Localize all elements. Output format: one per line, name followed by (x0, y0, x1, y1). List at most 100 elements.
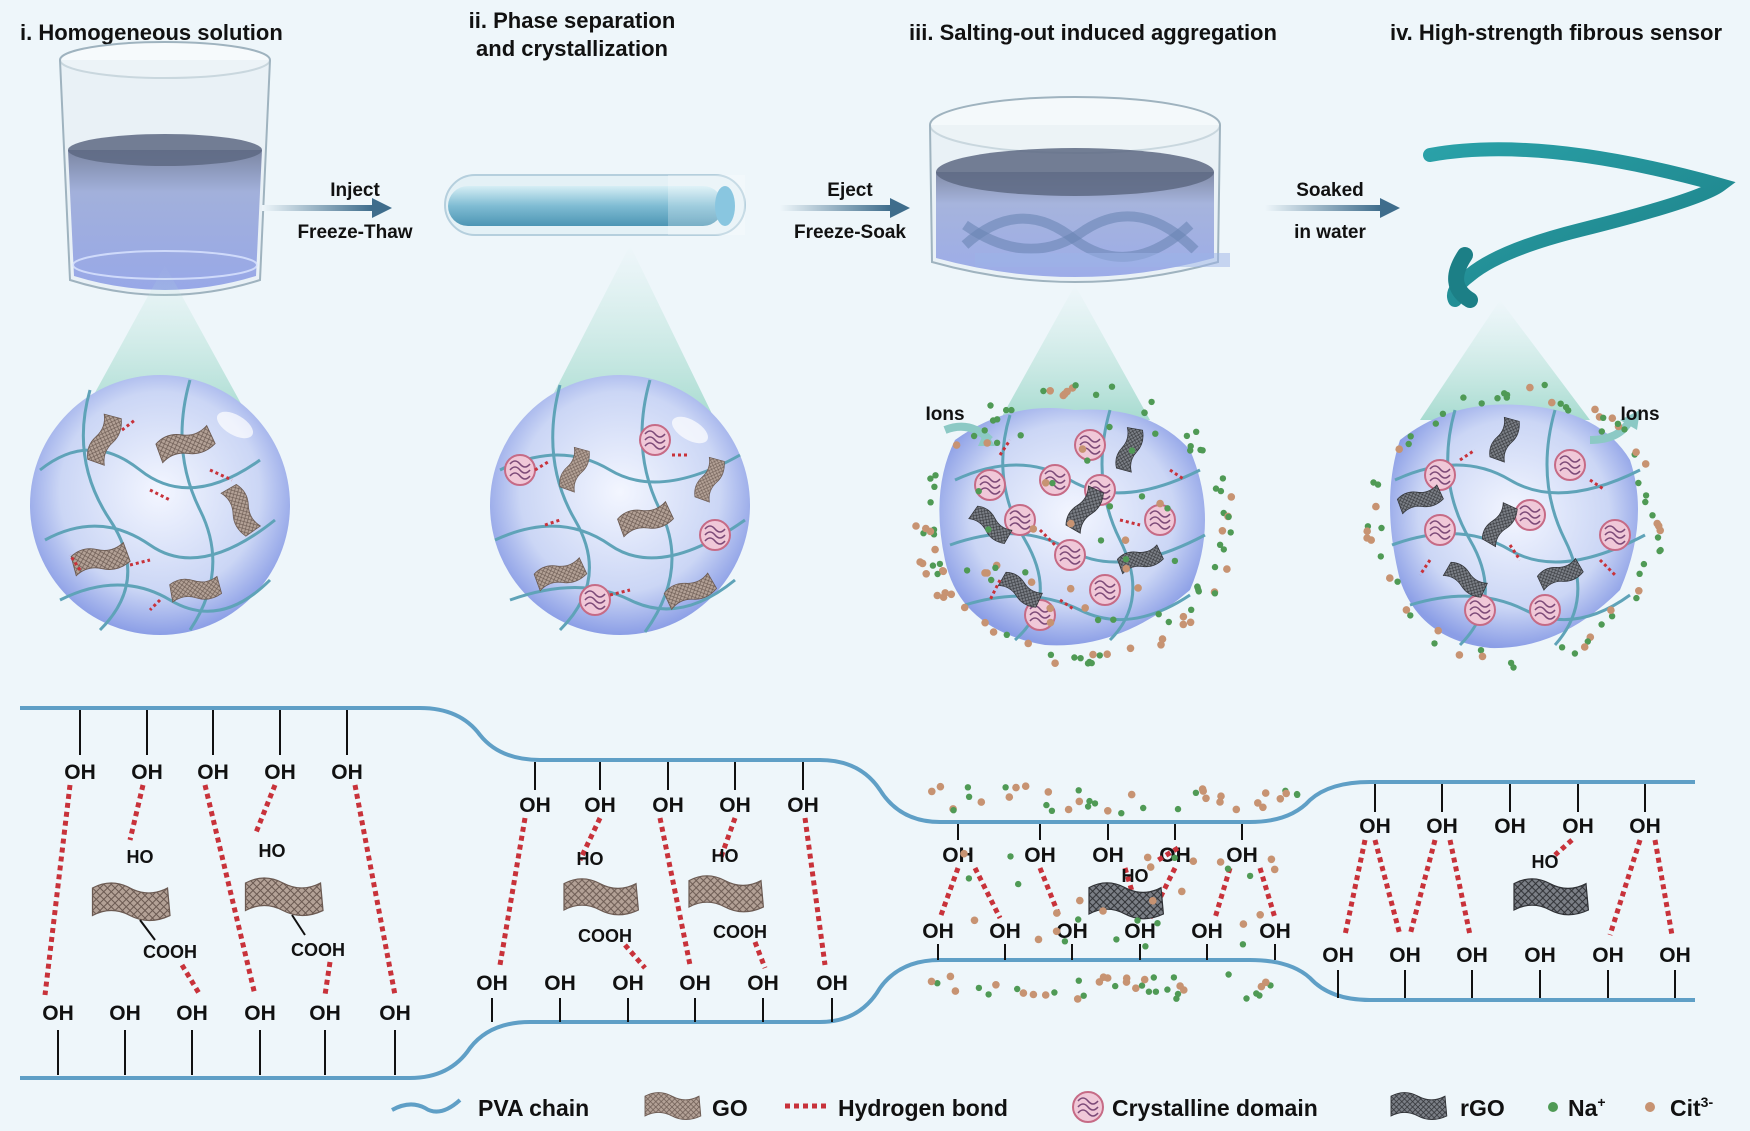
cit-ion (1189, 857, 1198, 865)
na-ion (1199, 447, 1206, 454)
na-ion (1154, 920, 1161, 927)
hydrogen-bond (1607, 839, 1643, 936)
hydrogen-bond (1553, 838, 1574, 857)
na-ion (1571, 650, 1579, 657)
cooh-group: COOH (291, 940, 345, 960)
hydrogen-bond (1153, 845, 1180, 865)
cit-ion (1395, 445, 1403, 454)
na-ion (1164, 505, 1171, 512)
legend-cit-charge: 3- (1701, 1094, 1714, 1110)
legend-na-charge: + (1597, 1094, 1605, 1110)
arrow-soak: Soaked in water (1265, 180, 1400, 243)
cit-ion (927, 977, 936, 986)
cit-ion (1024, 639, 1032, 648)
oh-group-bottom: OH (1592, 944, 1624, 967)
na-ion (1150, 974, 1158, 981)
oh-group-bottom: OH (816, 972, 848, 995)
na-ion (1110, 616, 1117, 623)
cit-ion (1029, 525, 1038, 533)
ho-group: HO (259, 841, 286, 861)
na-ion (1460, 394, 1467, 401)
magnified-view-4: Ions (1390, 404, 1660, 649)
na-ion (1211, 563, 1219, 571)
cit-ion (1044, 788, 1053, 796)
arrow-inject: Inject Freeze-Thaw (262, 180, 413, 243)
na-ion (964, 784, 972, 791)
na-ion (993, 439, 1001, 446)
cit-ion (960, 603, 969, 612)
na-ion (1138, 982, 1146, 989)
cit-ion (1478, 652, 1487, 661)
arrow-3-top-label: Soaked (1296, 180, 1364, 201)
oh-group-top: OH (131, 761, 163, 784)
legend-go-swatch (644, 1092, 702, 1121)
cit-ion (1267, 855, 1276, 864)
cit-ion (1580, 643, 1589, 651)
cit-ion (1386, 574, 1394, 582)
cit-ion (931, 545, 939, 554)
legend-hbond-label: Hydrogen bond (838, 1095, 1008, 1121)
na-ion (1217, 487, 1225, 495)
na-ion (1148, 398, 1155, 406)
arrow-1-bottom-label: Freeze-Thaw (297, 222, 412, 243)
cit-ion (1223, 565, 1231, 573)
beaker (59, 41, 271, 296)
cit-ion (1591, 405, 1599, 414)
cit-ion (1012, 783, 1020, 792)
na-ion (1377, 553, 1385, 560)
cooh-group: COOH (713, 922, 767, 942)
ions-label-right: Ions (1620, 404, 1659, 425)
oh-group-bottom: OH (544, 972, 576, 995)
na-ion (1080, 992, 1087, 999)
hydrogen-bond (752, 941, 768, 969)
cit-ion (1089, 650, 1097, 659)
cit-ion (1076, 896, 1084, 905)
cit-ion (1218, 527, 1227, 535)
legend-cit-swatch (1645, 1102, 1655, 1112)
cit-ion (1276, 795, 1285, 803)
legend-rgo-label: rGO (1460, 1095, 1505, 1121)
cit-ion (1067, 519, 1075, 528)
cit-ion (939, 567, 948, 576)
cit-ion (1363, 527, 1371, 535)
cit-ion (981, 618, 989, 627)
cit-ion (1041, 479, 1050, 487)
oh-group-bottom: OH (244, 1002, 276, 1025)
cit-ion (1103, 650, 1111, 658)
oh-group-top: OH (719, 794, 751, 817)
oh-group-top: OH (1359, 815, 1391, 838)
na-ion (985, 991, 992, 998)
cit-ion (1104, 807, 1112, 815)
na-ion (1478, 400, 1485, 407)
hydrogen-bond (717, 817, 738, 861)
hydrogen-bond (972, 866, 1003, 920)
cit-ion (1149, 897, 1157, 905)
na-ion (1047, 651, 1055, 658)
na-ion (963, 567, 971, 574)
hydrogen-bond (657, 817, 693, 966)
oh-group-bottom: OH (309, 1002, 341, 1025)
na-ion (1077, 655, 1084, 662)
na-ion (1220, 546, 1228, 553)
na-ion (1642, 498, 1649, 506)
na-ion (1584, 638, 1592, 645)
hydrogen-bond (1342, 839, 1368, 936)
na-ion (1075, 916, 1082, 923)
na-ion (1155, 611, 1162, 618)
cit-ion (1078, 445, 1087, 453)
cit-ion (1548, 398, 1556, 407)
na-ion (950, 807, 957, 814)
cit-ion (947, 590, 956, 599)
arrow-2-bottom-label: Freeze-Soak (794, 222, 906, 243)
fiber (1423, 142, 1736, 308)
cit-ion (1021, 782, 1030, 790)
na-ion (1002, 784, 1009, 791)
magnified-view-1 (30, 375, 290, 635)
na-ion (1049, 479, 1056, 487)
ions-label-left: Ions (925, 404, 964, 425)
cit-ion (1063, 387, 1071, 396)
oh-group-bottom: OH (1191, 920, 1223, 943)
cit-ion (1066, 584, 1075, 593)
